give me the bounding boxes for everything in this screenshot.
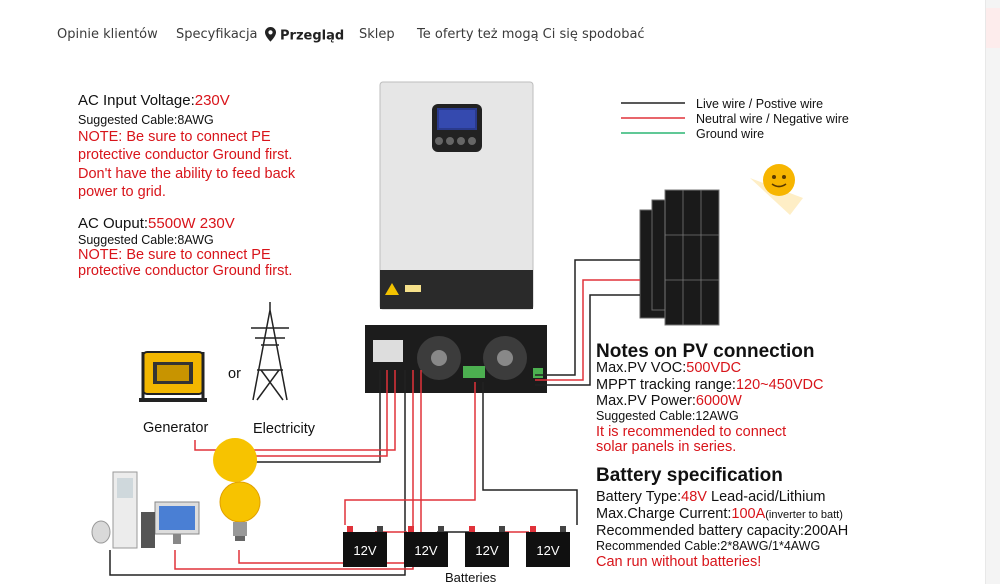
generator-label: Generator [143, 420, 209, 436]
legend-ground: Ground wire [696, 127, 765, 141]
tab-specification[interactable]: Specyfikacja [176, 27, 258, 42]
legend-neutral: Neutral wire / Negative wire [696, 112, 849, 126]
or-label: or [228, 366, 241, 382]
diagram-graphics [91, 81, 803, 576]
tab-shop[interactable]: Sklep [359, 27, 395, 42]
battery-cable: Recommended Cable:2*8AWG/1*4AWG [596, 539, 821, 553]
battery-charge-current: Max.Charge Current:100A(inverter to batt… [596, 506, 843, 522]
page-scrollbar[interactable] [985, 0, 1000, 584]
sun-rays [750, 178, 803, 215]
electricity-label: Electricity [253, 421, 316, 437]
pv-power: Max.PV Power:6000W [596, 393, 742, 409]
ac-input-note-line1: NOTE: Be sure to connect PE [78, 129, 271, 145]
pv-terminals [463, 366, 485, 378]
battery-bank [343, 526, 570, 567]
pv-title: Notes on PV connection [596, 341, 815, 362]
tab-reviews[interactable]: Opinie klientów [57, 27, 158, 42]
ac-output-note-line2: protective conductor Ground first. [78, 263, 293, 279]
panel-button [468, 137, 476, 145]
battery-title: Battery specification [596, 465, 783, 486]
batteries-caption: Batteries [445, 570, 497, 585]
panel-button [435, 137, 443, 145]
battery-type: Battery Type:48V Lead-acid/Lithium [596, 489, 826, 505]
ac-input-note-line3: Don't have the ability to feed back [78, 166, 296, 182]
tab-bar: Opinie klientów Specyfikacja Przegląd Sk… [0, 0, 1000, 70]
power-tower-icon [251, 302, 289, 401]
battery-cell [465, 532, 509, 567]
ac-input-note-line4: power to grid. [78, 184, 166, 200]
ac-terminals [373, 340, 403, 362]
home-appliances-icon [91, 438, 261, 549]
pv-note-line1: It is recommended to connect [596, 424, 787, 440]
solar-panels [639, 189, 720, 326]
battery-cell-label: 12V [414, 543, 438, 558]
sun-icon [763, 164, 795, 196]
warning-icon [385, 283, 399, 295]
scroll-thumb[interactable] [986, 8, 1000, 48]
pv-mppt: MPPT tracking range:120~450VDC [596, 377, 824, 393]
product-wiring-diagram: AC Input Voltage:230V Suggested Cable:8A… [55, 70, 985, 585]
panel-button [457, 137, 465, 145]
ac-input-cable: Suggested Cable:8AWG [78, 113, 214, 127]
battery-cell [526, 532, 570, 567]
pv-note-line2: solar panels in series. [596, 439, 737, 455]
location-pin-icon [265, 27, 276, 42]
pv-cable: Suggested Cable:12AWG [596, 409, 739, 423]
ac-input-voltage: AC Input Voltage:230V [78, 92, 230, 109]
battery-cell [343, 532, 387, 567]
ac-output-note-line1: NOTE: Be sure to connect PE [78, 247, 271, 263]
ac-output: AC Ouput:5500W 230V [78, 215, 235, 232]
battery-terminals [533, 368, 543, 378]
battery-capacity: Recommended battery capacity:200AH [596, 523, 849, 539]
pv-voc: Max.PV VOC:500VDC [596, 360, 742, 376]
battery-cell [404, 532, 448, 567]
tab-overview[interactable]: Przegląd [265, 27, 344, 44]
ac-input-note-line2: protective conductor Ground first. [78, 147, 293, 163]
tab-overview-label: Przegląd [280, 28, 345, 44]
warning-label [405, 285, 421, 292]
battery-cell-label: 12V [536, 543, 560, 558]
generator-icon [139, 351, 207, 402]
ac-output-cable: Suggested Cable:8AWG [78, 233, 214, 247]
panel-button [446, 137, 454, 145]
inverter-base [380, 270, 533, 309]
battery-note: Can run without batteries! [596, 554, 762, 570]
tab-similar-offers[interactable]: Te oferty też mogą Ci się spodobać [417, 27, 645, 42]
battery-cell-label: 12V [475, 543, 499, 558]
legend-live: Live wire / Postive wire [696, 97, 824, 111]
battery-cell-label: 12V [353, 543, 377, 558]
